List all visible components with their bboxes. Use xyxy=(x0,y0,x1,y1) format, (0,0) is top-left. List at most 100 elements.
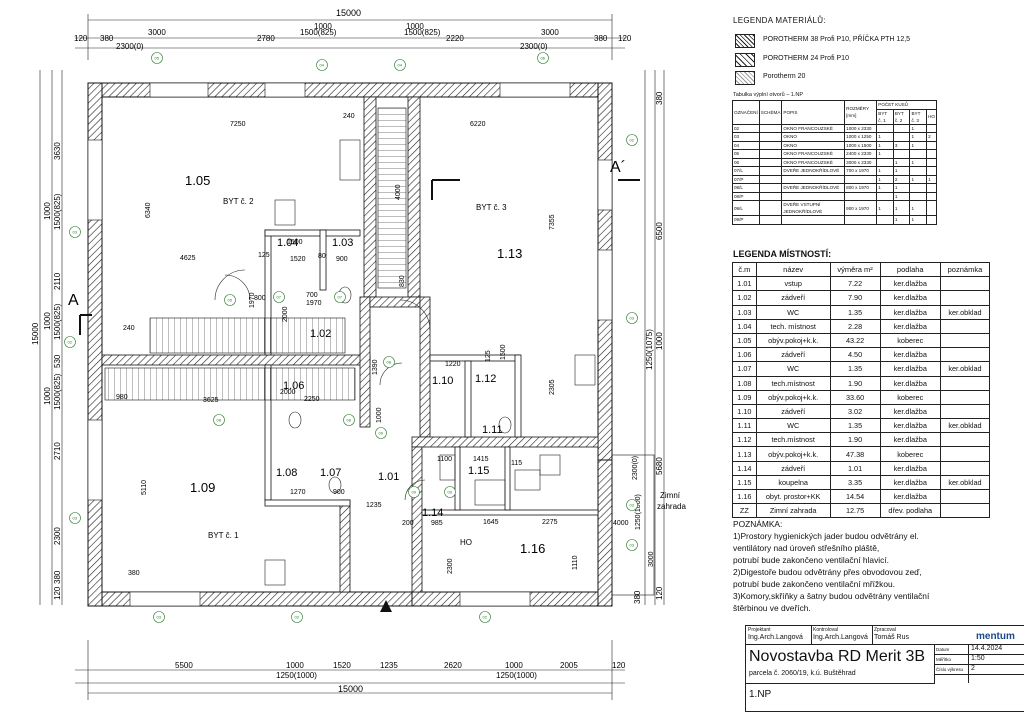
room-number-1-02: 1.02 xyxy=(310,328,331,340)
rooms-cell: ker.dlažba xyxy=(879,290,941,306)
dim-left-6: 15000 xyxy=(31,322,40,345)
window-marker-20: 09 xyxy=(375,427,387,439)
openings-cell xyxy=(758,149,783,159)
openings-cell: 1000 x 2330 xyxy=(844,123,878,133)
svg-text:09: 09 xyxy=(448,490,453,495)
rooms-cell xyxy=(939,488,991,505)
openings-cell: 05 xyxy=(732,149,760,159)
dim-bottom-2: 1520 xyxy=(333,661,351,670)
dim-right-6: 380 xyxy=(633,590,642,604)
openings-cell: 08/P xyxy=(732,191,760,201)
dim-top-total: 15000 xyxy=(336,8,361,18)
rooms-cell: ker.dlažba xyxy=(879,474,941,491)
dim-inner-31: 115 xyxy=(511,460,522,467)
window-marker-8: 03 xyxy=(626,499,638,511)
openings-cell xyxy=(926,157,937,167)
openings-cell xyxy=(909,183,928,193)
openings-cell: 1 xyxy=(909,215,928,225)
window-marker-1: 04 xyxy=(316,59,328,71)
dim-left-4: 1000 xyxy=(43,312,52,330)
openings-cell: OKNO xyxy=(781,140,846,150)
openings-cell: 3000 x 2330 xyxy=(844,157,878,167)
dim-inner-32: 7355 xyxy=(549,214,556,230)
room-number-1-03: 1.03 xyxy=(332,237,353,249)
dim-top-5: 1500(825) xyxy=(300,28,337,37)
rooms-cell: ker.dlažba xyxy=(879,488,941,505)
rooms-cell: 1.16 xyxy=(732,488,757,505)
drawing-number-label: Číslo výkresu xyxy=(936,667,964,672)
dim-inner-0: 7250 xyxy=(230,121,246,128)
rooms-cell xyxy=(939,446,991,462)
rooms-cell: dřev. podlaha xyxy=(879,503,941,519)
rooms-cell: koberec xyxy=(879,389,941,405)
openings-cell: 1000 x 1250 xyxy=(844,132,878,142)
svg-text:09: 09 xyxy=(412,490,417,495)
project-title: Novostavba RD Merit 3B xyxy=(749,648,926,665)
rooms-cell xyxy=(939,503,991,519)
openings-cell xyxy=(758,183,783,193)
room-number-1-15: 1.15 xyxy=(468,465,489,477)
openings-cell: 700 x 1970 xyxy=(844,166,878,176)
rooms-cell: 1.90 xyxy=(829,375,881,391)
openings-cell: DVEŘE VSTUPNÍ JEDNOKŘÍDLOVÉ xyxy=(781,200,846,216)
rooms-cell: vstup xyxy=(755,276,831,292)
openings-cell xyxy=(926,183,937,193)
dim-left-1: 1000 xyxy=(43,202,52,220)
rooms-cell xyxy=(939,375,991,391)
projektant-label: Projektant xyxy=(748,627,771,633)
openings-cell: 1 xyxy=(876,200,894,216)
openings-cell: 3 xyxy=(892,140,911,150)
dim-left-9: 1500(825) xyxy=(53,373,62,410)
zpracoval-label: Zpracoval xyxy=(874,627,896,633)
openings-cell xyxy=(926,166,937,176)
svg-text:02: 02 xyxy=(630,138,635,143)
note-line-3: 2)Digestoře budou odvětrány přes obvodov… xyxy=(733,567,922,577)
dim-inner-26: 1645 xyxy=(483,519,499,526)
note-line-0: 1)Prostory hygienických jader budou odvě… xyxy=(733,531,919,541)
openings-cell: 1 xyxy=(909,123,928,133)
dim-inner-38: 3000 xyxy=(648,551,655,567)
openings-cell xyxy=(892,132,911,142)
openings-cell: 1 xyxy=(892,183,911,193)
dim-inner-9: 900 xyxy=(336,256,348,263)
svg-text:06: 06 xyxy=(541,56,546,61)
openings-cell xyxy=(892,123,911,133)
openings-cell: 1 xyxy=(892,166,911,176)
openings-cell: 07/L xyxy=(732,166,760,176)
openings-cell: 1 xyxy=(892,200,911,216)
rooms-header-cell: podlaha xyxy=(879,261,941,278)
openings-cell: 800 x 1970 xyxy=(844,183,878,193)
openings-cell: 07/P xyxy=(732,174,760,184)
room-number-1-06: 1.06 xyxy=(283,380,304,392)
dim-left-0: 3630 xyxy=(53,142,62,160)
window-marker-11: 02 xyxy=(479,611,491,623)
svg-text:02: 02 xyxy=(68,340,73,345)
openings-cell xyxy=(758,132,783,142)
note-line-5: 3)Komory,skříňky a šatny budou odvětrány… xyxy=(733,591,930,601)
date-label: Datum xyxy=(936,647,950,652)
rooms-cell: ker.dlažba xyxy=(879,403,941,420)
openings-cell xyxy=(926,140,937,150)
dim-top-sub-0: 2300(0) xyxy=(116,42,144,51)
dim-left-7: 530 xyxy=(53,354,62,368)
openings-header-cell: BYT č. 1 xyxy=(876,108,894,125)
dim-inner-18: 980 xyxy=(116,394,128,401)
rooms-cell: 1.11 xyxy=(732,418,757,434)
entrance-arrow xyxy=(380,600,392,612)
kontroloval-label: Kontroloval xyxy=(813,627,839,633)
openings-table-title: Tabulka výplní otvorů – 1.NP xyxy=(733,92,804,98)
dim-right-3: 1250(1075) xyxy=(645,329,654,370)
openings-cell: 1 xyxy=(876,140,894,150)
dim-inner-35: 125 xyxy=(485,350,492,362)
